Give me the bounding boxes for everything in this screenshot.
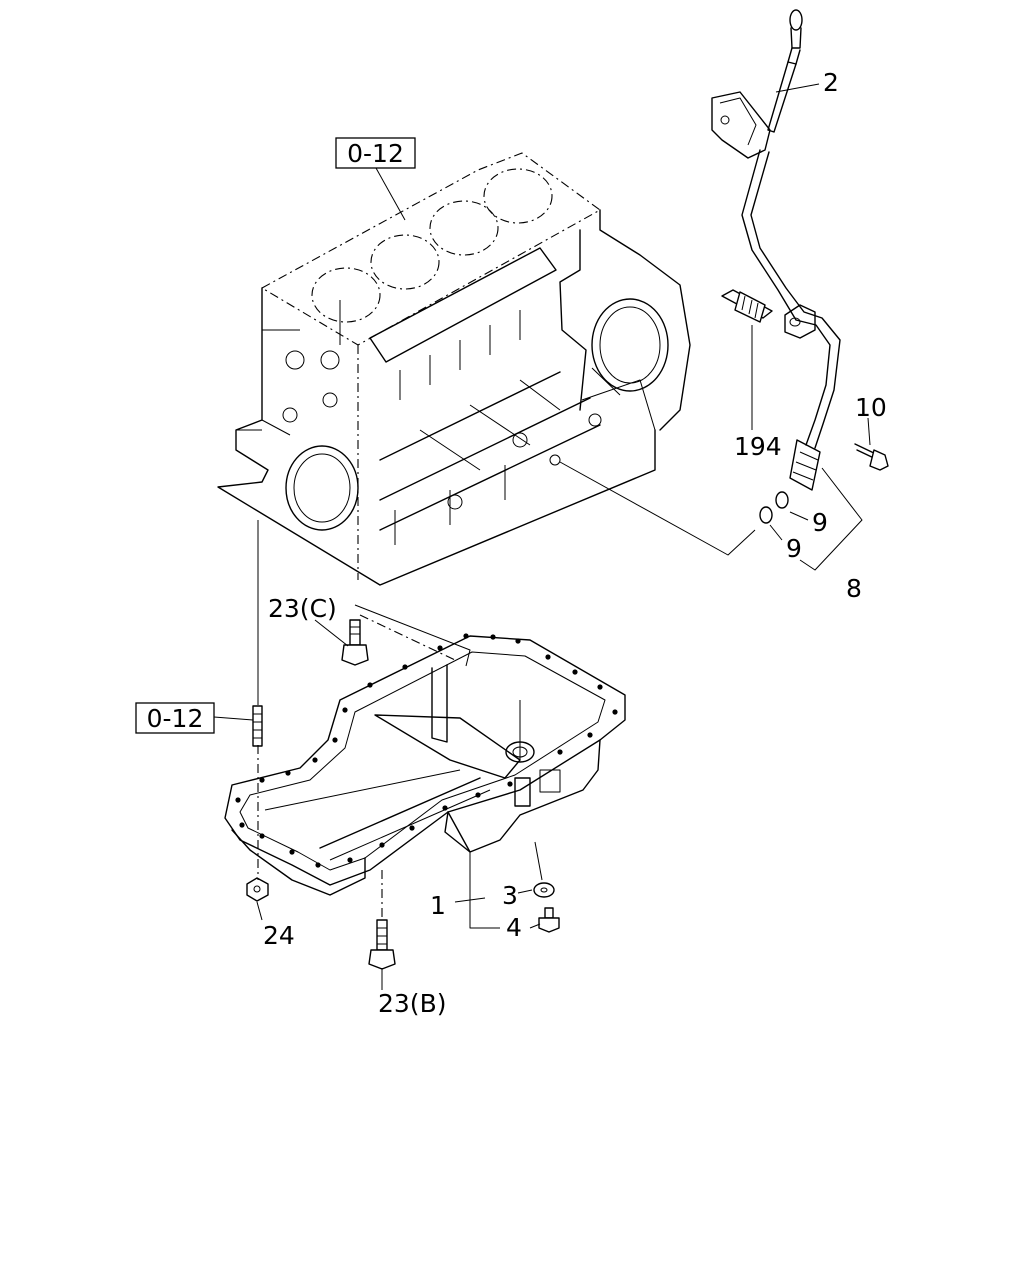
callout-10: 10 bbox=[855, 393, 887, 422]
callout-4: 4 bbox=[506, 913, 522, 942]
oil-pan bbox=[224, 633, 626, 896]
stud bbox=[252, 705, 263, 747]
ref-label-left: 0-12 bbox=[147, 704, 204, 733]
callout-2: 2 bbox=[823, 68, 839, 97]
part-9-o-rings bbox=[759, 491, 789, 524]
part-23b-bolt bbox=[368, 919, 396, 970]
part-194-connector bbox=[721, 289, 773, 323]
part-23c-bolt bbox=[341, 619, 369, 666]
callout-8: 8 bbox=[846, 574, 862, 603]
part-10-bolt bbox=[854, 443, 889, 471]
callout-3: 3 bbox=[502, 881, 518, 910]
cylinder-block bbox=[217, 152, 691, 586]
leader-lines bbox=[213, 83, 871, 990]
dipstick-guide-tube bbox=[711, 9, 841, 491]
part-24-nut bbox=[246, 877, 269, 902]
callout-194: 194 bbox=[734, 432, 782, 461]
callout-9-lower: 9 bbox=[786, 534, 802, 563]
callout-23c: 23(C) bbox=[268, 594, 337, 623]
part-3-washer bbox=[533, 882, 555, 898]
callout-1: 1 bbox=[430, 891, 446, 920]
ref-label-top: 0-12 bbox=[347, 139, 404, 168]
callout-9-upper: 9 bbox=[812, 508, 828, 537]
callout-23b: 23(B) bbox=[378, 989, 446, 1018]
ref-box-left: 0-12 bbox=[135, 702, 215, 734]
ref-box-top: 0-12 bbox=[335, 137, 416, 169]
callout-24: 24 bbox=[263, 921, 295, 950]
part-4-drain-plug bbox=[538, 907, 560, 933]
